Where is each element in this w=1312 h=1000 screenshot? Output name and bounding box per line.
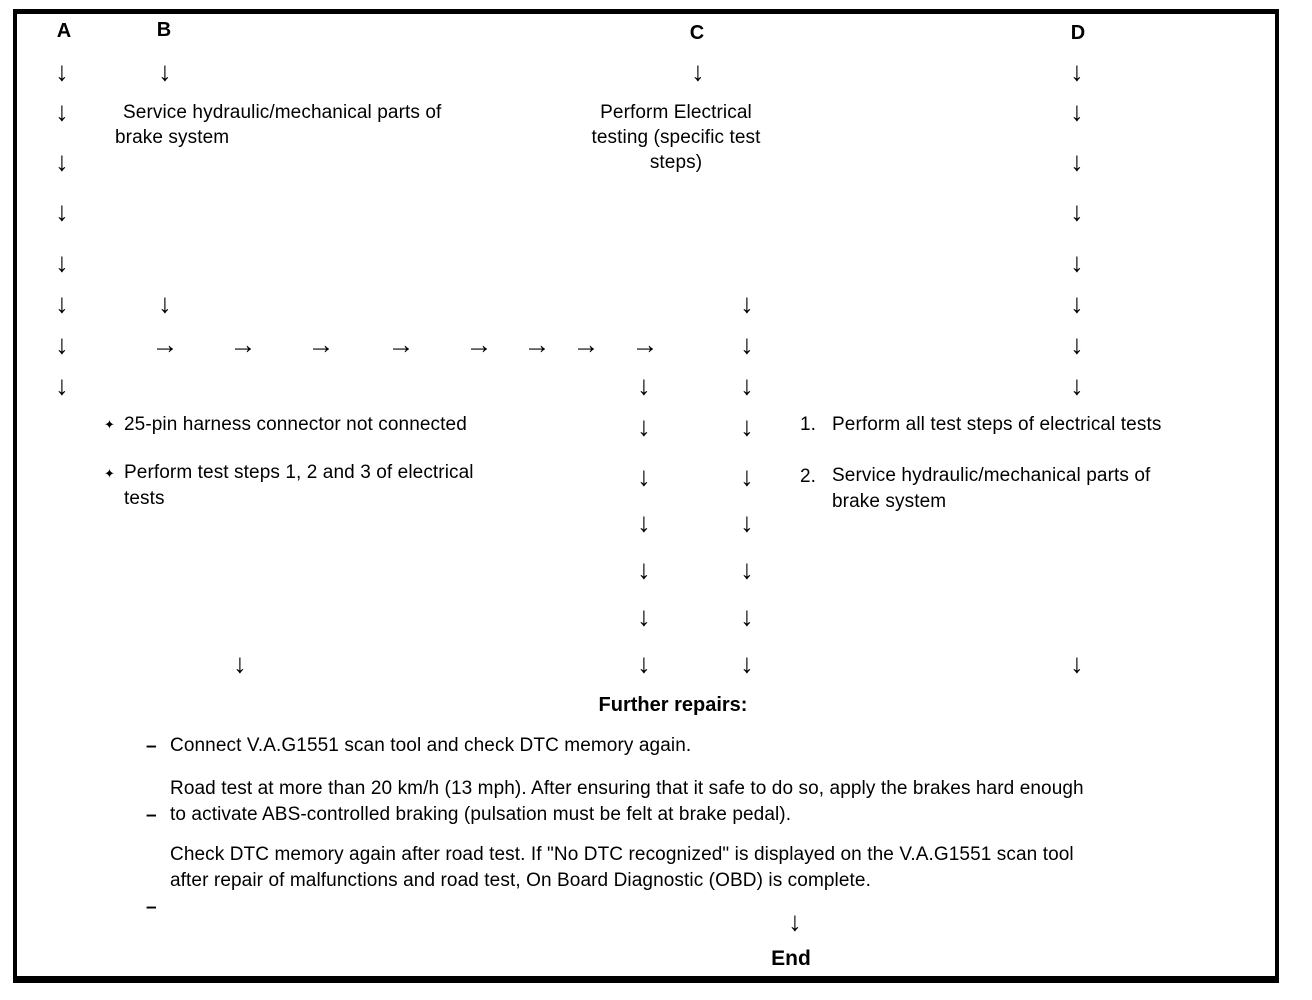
further-repairs-item-1: Connect V.A.G1551 scan tool and check DT… xyxy=(170,733,691,759)
further-repairs-heading: Further repairs: xyxy=(598,694,748,716)
branch-c-line-1: Perform Electrical xyxy=(600,102,752,123)
branch-c-text: Perform Electrical testing (specific tes… xyxy=(566,100,786,175)
right-step-2-line-2: brake system xyxy=(832,491,947,512)
branch-c-line-3: steps) xyxy=(649,152,703,173)
further-repairs-item-2-line-2: to activate ABS-controlled braking (puls… xyxy=(170,804,792,825)
column-label-c: C xyxy=(689,22,705,44)
left-note-2-line-1: Perform test steps 1, 2 and 3 of electri… xyxy=(124,462,474,483)
further-repairs-item-3-line-2: after repair of malfunctions and road te… xyxy=(170,870,871,891)
branch-b-line-1: Service hydraulic/mechanical parts of xyxy=(123,102,442,123)
further-repairs-item-2: Road test at more than 20 km/h (13 mph).… xyxy=(170,776,1084,828)
further-repairs-item-3-line-1: Check DTC memory again after road test. … xyxy=(170,844,1074,865)
dash-bullet-icon: – xyxy=(146,897,157,918)
right-step-1-text: Perform all test steps of electrical tes… xyxy=(832,414,1162,435)
right-step-2-line-1: Service hydraulic/mechanical parts of xyxy=(832,465,1151,486)
further-repairs-item-2-line-1: Road test at more than 20 km/h (13 mph).… xyxy=(170,778,1084,799)
dash-bullet-icon: – xyxy=(146,805,157,826)
left-note-1: 25-pin harness connector not connected xyxy=(124,414,467,435)
further-repairs-item-1-line-1: Connect V.A.G1551 scan tool and check DT… xyxy=(170,735,692,756)
branch-c-line-2: testing (specific test xyxy=(591,127,761,148)
diamond-bullet-icon: ✦ xyxy=(104,417,115,432)
branch-b-text: Service hydraulic/mechanical parts of br… xyxy=(115,100,515,150)
dash-bullet-icon: – xyxy=(146,736,157,757)
branch-b-line-2: brake system xyxy=(115,127,230,148)
right-step-2-text: Service hydraulic/mechanical parts of br… xyxy=(832,463,1150,515)
left-note-2-line-2: tests xyxy=(124,488,165,509)
column-label-a: A xyxy=(56,20,72,42)
column-label-d: D xyxy=(1070,22,1086,44)
diagram-frame xyxy=(13,9,1279,983)
left-note-2: Perform test steps 1, 2 and 3 of electri… xyxy=(124,460,474,512)
right-step-2-number: 2. xyxy=(800,466,816,487)
further-repairs-item-3: Check DTC memory again after road test. … xyxy=(170,842,1074,894)
right-step-1-number: 1. xyxy=(800,414,816,435)
column-label-b: B xyxy=(156,19,172,41)
diamond-bullet-icon: ✦ xyxy=(104,466,115,481)
end-label: End xyxy=(771,947,811,970)
